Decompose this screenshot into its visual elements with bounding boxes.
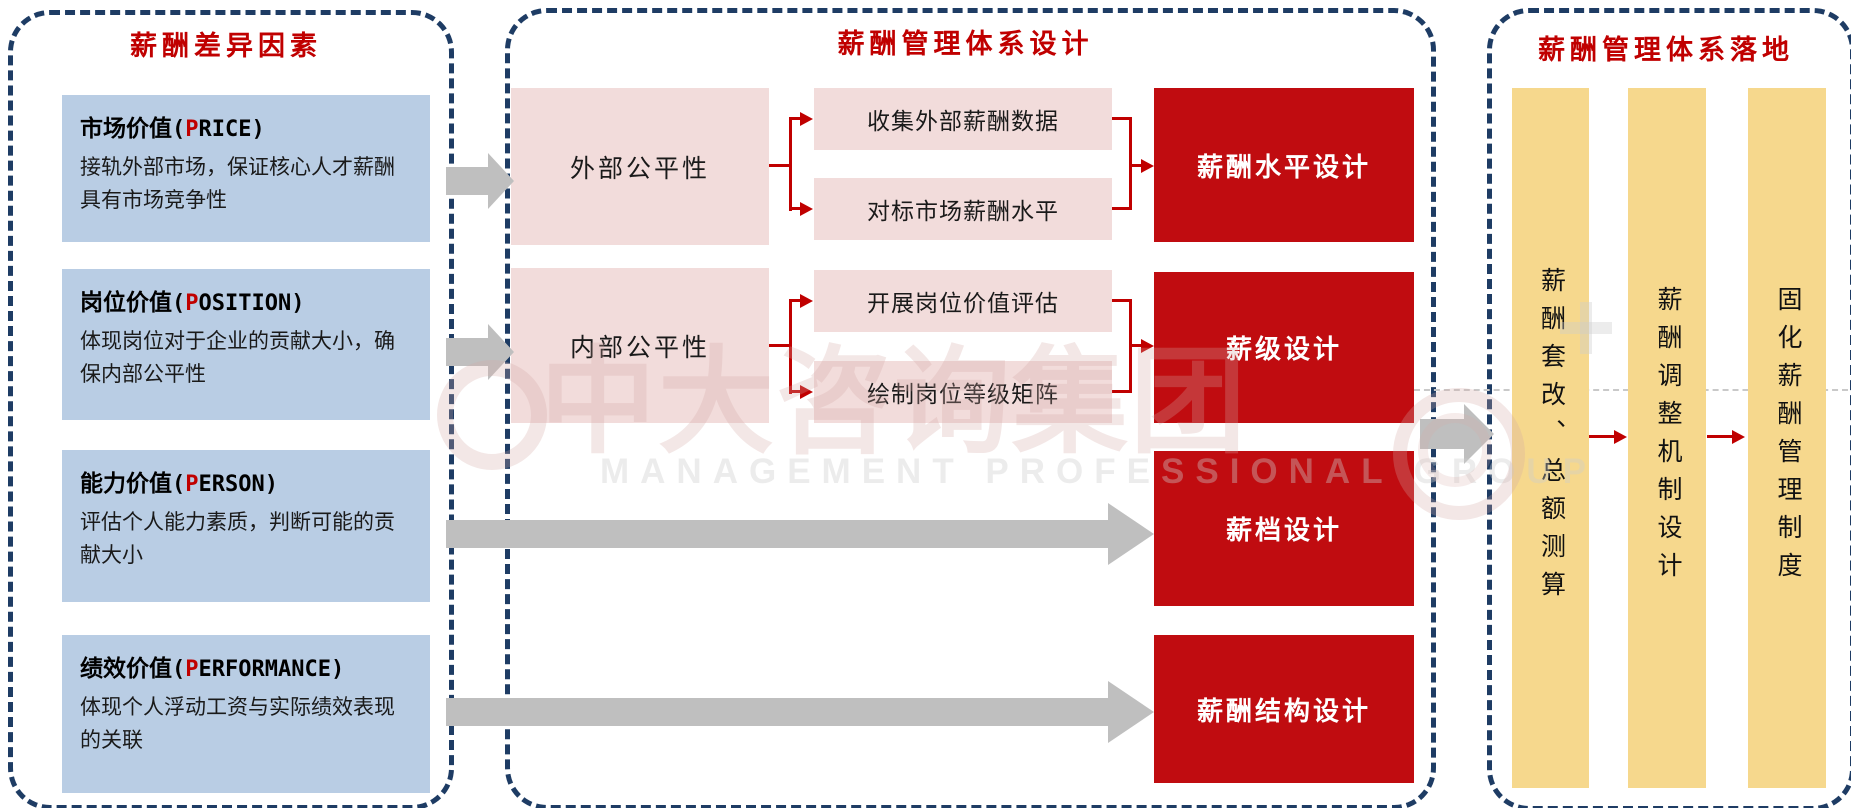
connector-line: [1112, 117, 1132, 120]
factor-body: 评估个人能力素质，判断可能的贡献大小: [80, 510, 395, 567]
fairness-label: 内部公平性: [569, 334, 710, 362]
fairness-box-internal: 内部公平性: [511, 268, 769, 423]
flow-arrow-icon: [1464, 404, 1494, 464]
connector-line: [789, 207, 801, 210]
arrowhead-icon: [800, 294, 813, 308]
step-box-benchmark-market: 对标市场薪酬水平: [814, 178, 1112, 240]
flow-arrow-icon: [1108, 503, 1154, 565]
arrowhead-icon: [1141, 339, 1154, 353]
result-label: 薪酬结构设计: [1196, 696, 1371, 726]
factor-title-latin: (PRICE): [172, 117, 265, 142]
step-label: 收集外部薪酬数据: [867, 109, 1059, 134]
factor-title-latin: (POSITION): [172, 291, 304, 316]
arrowhead-icon: [800, 385, 813, 399]
factor-body: 体现个人浮动工资与实际绩效表现的关联: [80, 695, 395, 752]
connector-line: [1707, 435, 1733, 438]
flow-arrow-shaft: [446, 167, 488, 195]
landing-col-label: 薪酬套改、总额测算: [1537, 267, 1565, 609]
paren: (: [172, 657, 186, 682]
right-panel-title: 薪酬管理体系落地: [1538, 35, 1794, 65]
connector-line: [789, 118, 792, 211]
step-label: 对标市场薪酬水平: [867, 199, 1059, 224]
paren: (: [172, 291, 186, 316]
factor-title-latin: (PERSON): [172, 472, 278, 497]
connector-line: [789, 300, 792, 394]
arrowhead-icon: [1614, 430, 1627, 444]
arrowhead-icon: [800, 112, 813, 126]
factor-title-cn: 能力价值: [80, 471, 172, 496]
result-label: 薪酬水平设计: [1196, 152, 1371, 182]
result-box-pay-level-design: 薪酬水平设计: [1154, 88, 1414, 242]
result-box-pay-step-design: 薪档设计: [1154, 451, 1414, 606]
highlight-p: P: [185, 657, 199, 682]
factor-title: 能力价值(PERSON): [80, 464, 414, 498]
connector-line: [789, 117, 801, 120]
factor-title: 绩效价值(PERFORMANCE): [80, 649, 414, 683]
panel-pay-system-design: [505, 8, 1436, 808]
landing-col-solidify-policy: 固化薪酬管理制度: [1748, 88, 1826, 788]
highlight-p: P: [185, 291, 199, 316]
latin-rest: ERSON): [198, 472, 278, 497]
arrowhead-icon: [1141, 159, 1154, 173]
landing-col-label: 固化薪酬管理制度: [1774, 286, 1801, 590]
factor-title-cn: 市场价值: [80, 116, 172, 141]
flow-arrow-icon: [488, 153, 514, 209]
connector-line: [789, 390, 801, 393]
fairness-label: 外部公平性: [569, 155, 710, 183]
result-label: 薪档设计: [1225, 516, 1342, 545]
flow-arrow-shaft: [446, 338, 488, 366]
connector-line: [1589, 435, 1615, 438]
result-box-pay-structure-design: 薪酬结构设计: [1154, 635, 1414, 783]
flow-arrow-icon: [1108, 681, 1154, 743]
factor-box-position: 岗位价值(POSITION) 体现岗位对于企业的贡献大小，确保内部公平性: [62, 269, 430, 420]
highlight-p: P: [185, 472, 199, 497]
step-box-job-evaluation: 开展岗位价值评估: [814, 270, 1112, 332]
latin-rest: OSITION): [198, 291, 305, 316]
landing-col-pay-conversion: 薪酬套改、总额测算: [1512, 88, 1589, 788]
latin-rest: RICE): [198, 117, 265, 142]
factor-box-performance: 绩效价值(PERFORMANCE) 体现个人浮动工资与实际绩效表现的关联: [62, 635, 430, 793]
factor-title-latin: (PERFORMANCE): [172, 657, 344, 682]
landing-col-label: 薪酬调整机制设计: [1654, 286, 1681, 590]
factor-title: 市场价值(PRICE): [80, 109, 414, 143]
paren: (: [172, 472, 186, 497]
flow-arrow-shaft: [446, 520, 1108, 548]
left-panel-title: 薪酬差异因素: [130, 31, 322, 61]
factor-box-person: 能力价值(PERSON) 评估个人能力素质，判断可能的贡献大小: [62, 450, 430, 602]
connector-line: [769, 344, 791, 347]
landing-col-adjustment-mechanism: 薪酬调整机制设计: [1628, 88, 1706, 788]
step-box-collect-external-data: 收集外部薪酬数据: [814, 88, 1112, 150]
connector-line: [1112, 390, 1132, 393]
factor-body: 体现岗位对于企业的贡献大小，确保内部公平性: [80, 329, 395, 386]
connector-line: [1129, 344, 1142, 347]
step-box-grade-matrix: 绘制岗位等级矩阵: [814, 361, 1112, 423]
result-box-pay-grade-design: 薪级设计: [1154, 272, 1414, 423]
paren: (: [172, 117, 186, 142]
panel-pay-difference-factors: [8, 10, 454, 808]
step-label: 绘制岗位等级矩阵: [867, 382, 1059, 407]
flow-arrow-icon: [488, 324, 514, 380]
mid-panel-title: 薪酬管理体系设计: [837, 29, 1094, 59]
result-label: 薪级设计: [1225, 335, 1342, 364]
flow-arrow-shaft: [1420, 419, 1464, 449]
factor-title: 岗位价值(POSITION): [80, 283, 414, 317]
connector-line: [789, 299, 801, 302]
connector-line: [1112, 299, 1132, 302]
connector-line: [1129, 164, 1142, 167]
factor-box-price: 市场价值(PRICE) 接轨外部市场，保证核心人才薪酬具有市场竞争性: [62, 95, 430, 242]
connector-line: [1112, 207, 1132, 210]
arrowhead-icon: [800, 202, 813, 216]
latin-rest: ERFORMANCE): [198, 657, 345, 682]
fairness-box-external: 外部公平性: [511, 88, 769, 245]
factor-title-cn: 绩效价值: [80, 656, 172, 681]
highlight-p: P: [185, 117, 199, 142]
factor-body: 接轨外部市场，保证核心人才薪酬具有市场竞争性: [80, 155, 395, 212]
connector-line: [769, 164, 791, 167]
arrowhead-icon: [1732, 430, 1745, 444]
step-label: 开展岗位价值评估: [867, 291, 1059, 316]
flow-arrow-shaft: [446, 698, 1108, 726]
connector-line: [1129, 117, 1132, 210]
factor-title-cn: 岗位价值: [80, 290, 172, 315]
